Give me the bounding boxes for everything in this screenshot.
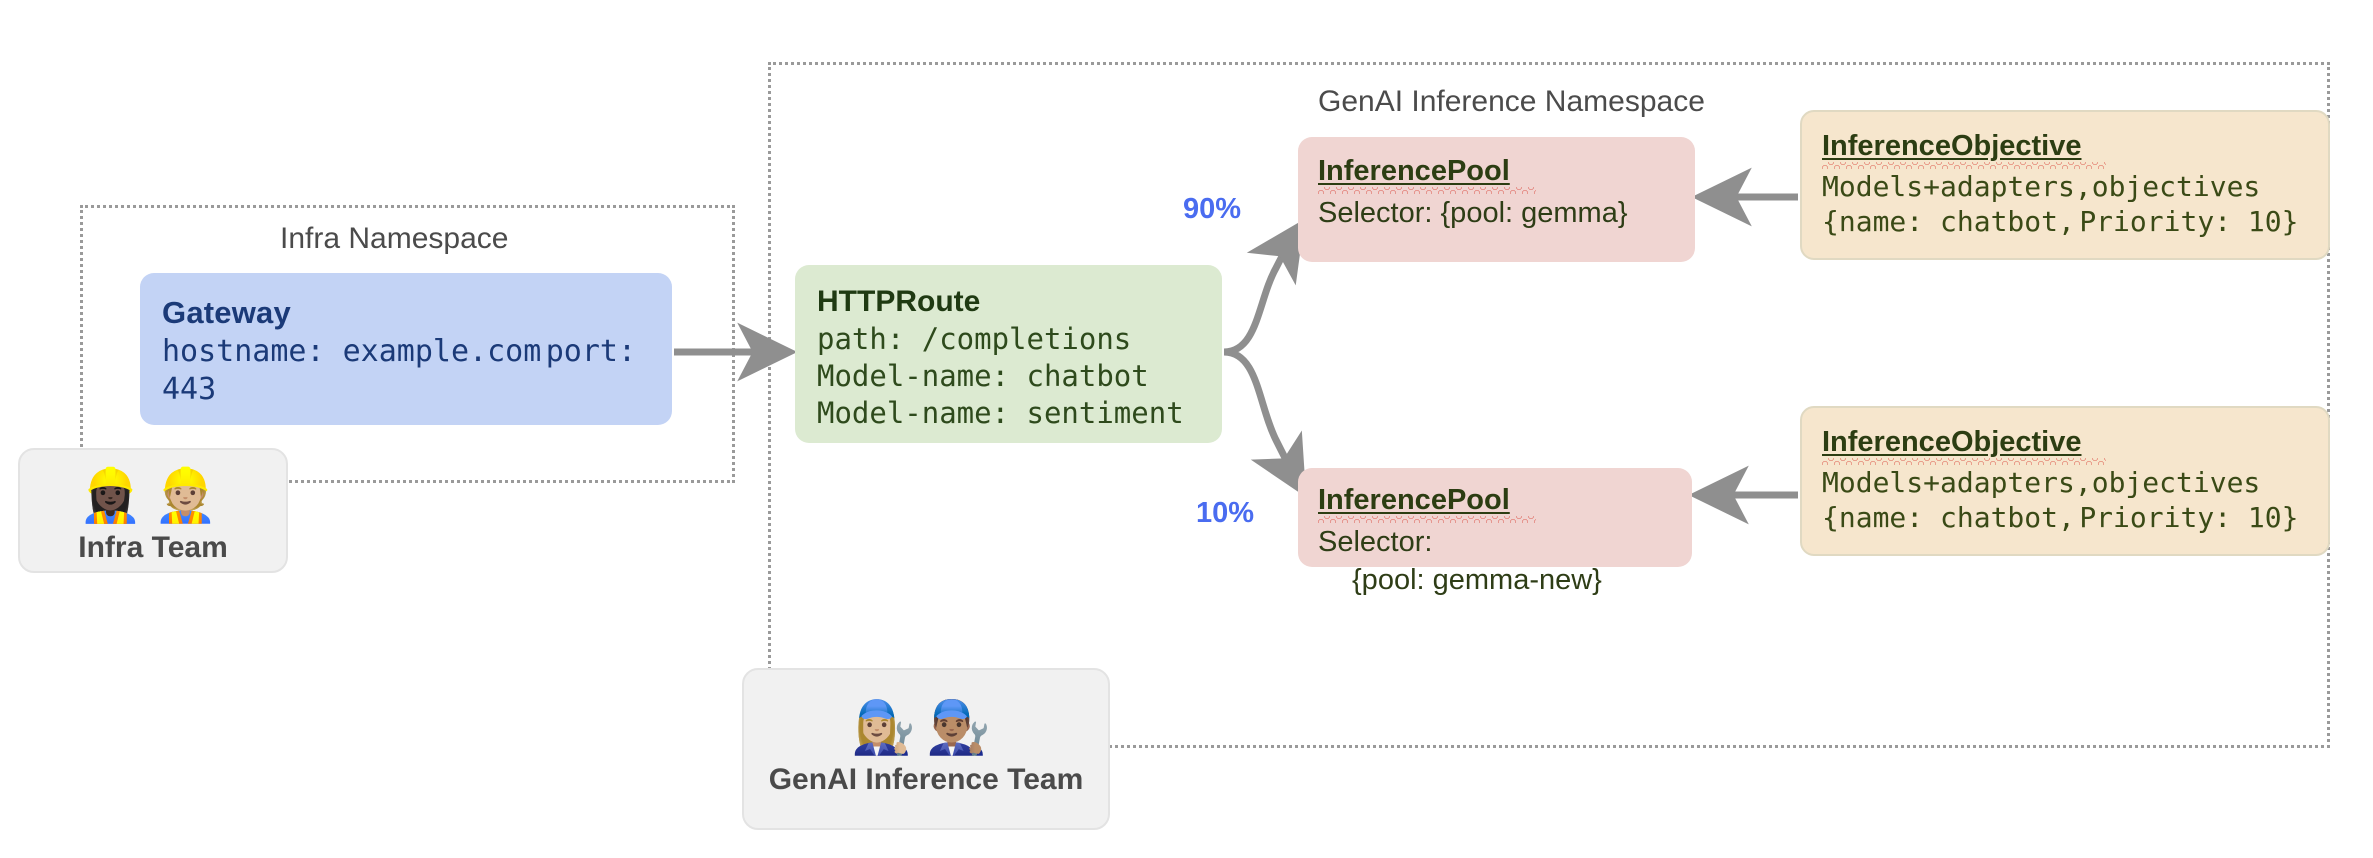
spellcheck-squiggle-icon: [1318, 187, 1536, 194]
genai-namespace-boundary: [768, 62, 2330, 748]
infra-team-card[interactable]: 👷🏿‍♀️👷🏼 Infra Team: [18, 448, 288, 573]
httproute-path: path: /completions: [817, 322, 1132, 356]
inferencepool-gemma-new-selector-value: {pool: gemma-new}: [1352, 564, 1602, 596]
genai-inference-team-label: GenAI Inference Team: [768, 763, 1084, 796]
inferenceobjective-1-line2: {name: chatbot,: [1822, 205, 2075, 238]
httproute-model-name-sentiment: Model-name: sentiment: [817, 396, 1184, 430]
inferenceobjective-2-line1: Models+adapters,objectives: [1822, 466, 2261, 499]
spellcheck-squiggle-icon: [1822, 162, 2106, 169]
genai-namespace-label: GenAI Inference Namespace: [1318, 85, 1705, 118]
spellcheck-squiggle-icon: [1318, 516, 1536, 523]
infra-team-label: Infra Team: [78, 531, 228, 564]
inferenceobjective-1-title: InferenceObjective: [1822, 130, 2082, 162]
inferenceobjective-1-line3: Priority: 10}: [2079, 205, 2299, 238]
gateway-hostname: hostname: example.com: [162, 334, 542, 369]
inferencepool-gemma-title: InferencePool: [1318, 155, 1510, 187]
inferenceobjective-2-line2: {name: chatbot,: [1822, 501, 2075, 534]
httproute-title: HTTPRoute: [817, 285, 981, 318]
weight-label-10: 10%: [1196, 497, 1255, 529]
inferenceobjective-1-line1: Models+adapters,objectives: [1822, 170, 2261, 203]
mechanic-worker-icon: 👩🏼‍🔧👨🏽‍🔧: [851, 698, 1001, 758]
infra-namespace-boundary: [80, 205, 735, 483]
infra-namespace-label: Infra Namespace: [280, 222, 509, 255]
spellcheck-squiggle-icon: [1822, 458, 2106, 465]
gateway-port: port: 443: [162, 334, 637, 407]
httproute-model-name-chatbot: Model-name: chatbot: [817, 359, 1149, 393]
inferencepool-gemma-new-node[interactable]: InferencePool Selector: {pool: gemma-new…: [1298, 468, 1692, 596]
inferencepool-gemma-new-selector: Selector:: [1318, 526, 1433, 558]
inferencepool-gemma-node[interactable]: InferencePool Selector: {pool: gemma}: [1298, 137, 1695, 262]
genai-inference-team-card[interactable]: 👩🏼‍🔧👨🏽‍🔧 GenAI Inference Team: [742, 668, 1110, 830]
gateway-title: Gateway: [162, 295, 291, 330]
httproute-node[interactable]: HTTPRoute path: /completions Model-name:…: [795, 265, 1222, 443]
inferencepool-gemma-new-title: InferencePool: [1318, 484, 1510, 516]
construction-worker-icon: 👷🏿‍♀️👷🏼: [78, 466, 228, 526]
gateway-node[interactable]: Gateway hostname: example.com port: 443: [140, 273, 672, 425]
inferenceobjective-1-node[interactable]: InferenceObjective Models+adapters,objec…: [1800, 110, 2330, 260]
inferencepool-gemma-selector: Selector: {pool: gemma}: [1318, 197, 1628, 229]
weight-label-90: 90%: [1183, 193, 1242, 225]
inferenceobjective-2-node[interactable]: InferenceObjective Models+adapters,objec…: [1800, 406, 2330, 556]
inferenceobjective-2-line3: Priority: 10}: [2079, 501, 2299, 534]
inferenceobjective-2-title: InferenceObjective: [1822, 426, 2082, 458]
